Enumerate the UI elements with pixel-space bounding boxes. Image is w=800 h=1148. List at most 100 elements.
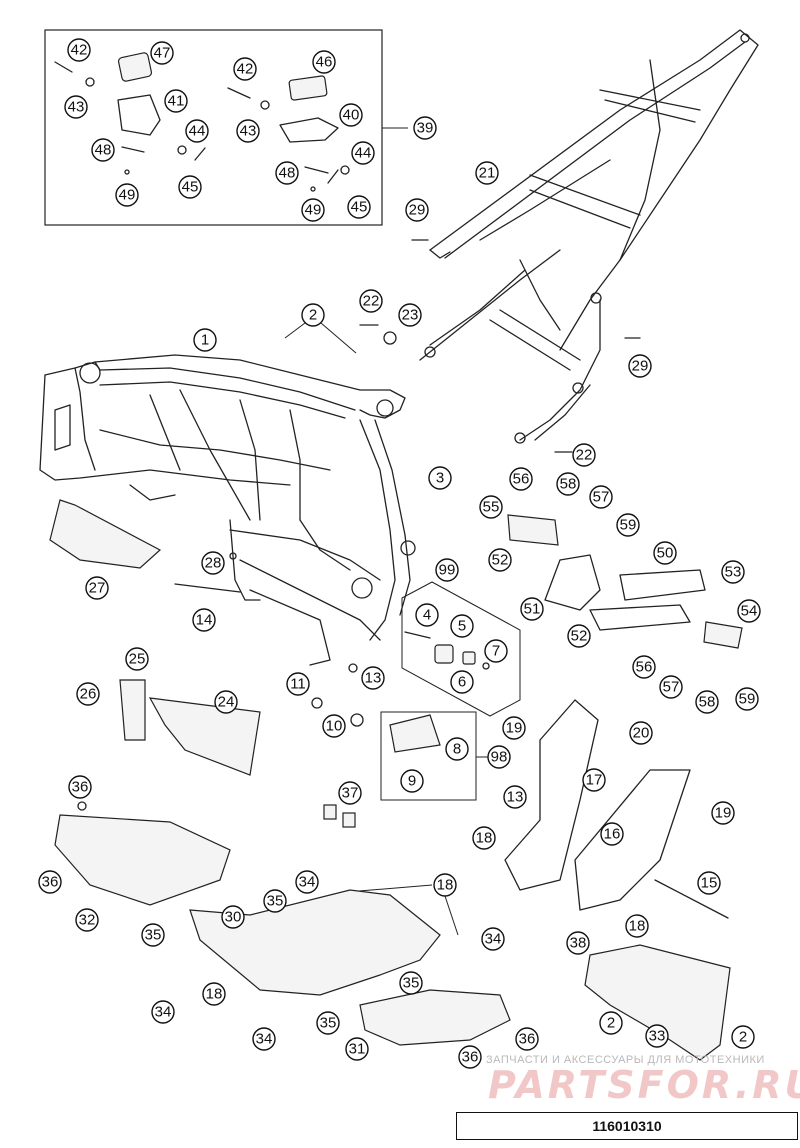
svg-text:53: 53 <box>725 564 742 581</box>
svg-text:1: 1 <box>201 332 209 349</box>
callout-2a: 2 <box>301 303 325 327</box>
svg-text:2: 2 <box>309 307 317 324</box>
callout-54: 54 <box>737 599 761 623</box>
svg-text:42: 42 <box>237 61 254 78</box>
callout-48b: 48 <box>275 161 299 185</box>
callout-44a: 44 <box>185 119 209 143</box>
callout-43b: 43 <box>236 119 260 143</box>
callout-38: 38 <box>566 931 590 955</box>
callout-58a: 58 <box>556 472 580 496</box>
callout-30: 30 <box>221 905 245 929</box>
svg-text:59: 59 <box>620 517 637 534</box>
callout-57b: 57 <box>659 675 683 699</box>
svg-text:45: 45 <box>182 179 199 196</box>
callout-23: 23 <box>398 303 422 327</box>
svg-text:46: 46 <box>316 54 333 71</box>
svg-text:6: 6 <box>458 674 466 691</box>
svg-text:27: 27 <box>89 580 106 597</box>
svg-text:19: 19 <box>715 805 732 822</box>
svg-text:44: 44 <box>355 145 372 162</box>
callout-40: 40 <box>339 103 363 127</box>
callout-19a: 19 <box>502 716 526 740</box>
callout-21: 21 <box>475 161 499 185</box>
svg-text:58: 58 <box>560 476 577 493</box>
callout-4: 4 <box>415 603 439 627</box>
callout-13b: 13 <box>503 785 527 809</box>
svg-text:25: 25 <box>129 651 146 668</box>
svg-text:34: 34 <box>485 931 502 948</box>
svg-text:51: 51 <box>524 601 541 618</box>
mount-kit-bracket <box>380 711 477 801</box>
svg-text:56: 56 <box>513 471 530 488</box>
callout-35d: 35 <box>316 1011 340 1035</box>
callout-98: 98 <box>487 745 511 769</box>
guards-and-covers <box>49 499 743 1061</box>
svg-text:49: 49 <box>305 202 322 219</box>
svg-text:54: 54 <box>741 603 758 620</box>
callout-13a: 13 <box>361 666 385 690</box>
svg-text:37: 37 <box>342 785 359 802</box>
callout-32: 32 <box>75 908 99 932</box>
svg-text:24: 24 <box>218 694 235 711</box>
svg-text:36: 36 <box>519 1031 536 1048</box>
svg-text:21: 21 <box>479 165 496 182</box>
callout-41: 41 <box>164 89 188 113</box>
svg-text:40: 40 <box>343 107 360 124</box>
callout-34c: 34 <box>151 1000 175 1024</box>
callout-45a: 45 <box>178 175 202 199</box>
callout-8: 8 <box>445 737 469 761</box>
svg-text:11: 11 <box>290 676 306 693</box>
svg-text:34: 34 <box>299 874 316 891</box>
callout-46: 46 <box>312 50 336 74</box>
callout-2b: 2 <box>599 1011 623 1035</box>
callout-5: 5 <box>450 614 474 638</box>
callout-20: 20 <box>629 721 653 745</box>
callout-3: 3 <box>428 466 452 490</box>
svg-text:22: 22 <box>363 293 380 310</box>
svg-text:33: 33 <box>649 1028 666 1045</box>
callout-18d: 18 <box>625 914 649 938</box>
svg-text:59: 59 <box>739 691 756 708</box>
callout-36c: 36 <box>515 1027 539 1051</box>
svg-text:28: 28 <box>205 555 222 572</box>
watermark-logo: PARTSFOR.RU <box>488 1063 800 1107</box>
svg-text:31: 31 <box>349 1041 366 1058</box>
svg-text:98: 98 <box>491 749 508 766</box>
svg-text:16: 16 <box>604 826 621 843</box>
svg-text:57: 57 <box>593 489 610 506</box>
svg-text:14: 14 <box>196 612 213 629</box>
callout-56a: 56 <box>509 467 533 491</box>
callout-35a: 35 <box>263 889 287 913</box>
bushing-kit-bracket <box>401 581 521 717</box>
callout-42a: 42 <box>67 38 91 62</box>
callout-49a: 49 <box>115 183 139 207</box>
svg-text:22: 22 <box>576 447 593 464</box>
callout-18c: 18 <box>202 982 226 1006</box>
svg-text:18: 18 <box>206 986 223 1003</box>
callout-35c: 35 <box>399 971 423 995</box>
callout-58b: 58 <box>695 690 719 714</box>
callout-52a: 52 <box>488 548 512 572</box>
svg-text:43: 43 <box>240 123 257 140</box>
svg-text:26: 26 <box>80 686 97 703</box>
callout-27: 27 <box>85 576 109 600</box>
callout-10: 10 <box>322 714 346 738</box>
svg-text:36: 36 <box>42 874 59 891</box>
callout-51: 51 <box>520 597 544 621</box>
svg-text:19: 19 <box>506 720 523 737</box>
callout-29a: 29 <box>405 198 429 222</box>
svg-text:45: 45 <box>351 199 368 216</box>
svg-text:8: 8 <box>453 741 461 758</box>
svg-text:58: 58 <box>699 694 716 711</box>
svg-text:30: 30 <box>225 909 242 926</box>
callout-2c: 2 <box>731 1025 755 1049</box>
svg-text:35: 35 <box>267 893 284 910</box>
callout-34b: 34 <box>481 927 505 951</box>
callout-24: 24 <box>214 690 238 714</box>
svg-text:2: 2 <box>607 1015 615 1032</box>
svg-text:20: 20 <box>633 725 650 742</box>
svg-text:44: 44 <box>189 123 206 140</box>
svg-text:29: 29 <box>409 202 426 219</box>
svg-text:52: 52 <box>571 628 588 645</box>
